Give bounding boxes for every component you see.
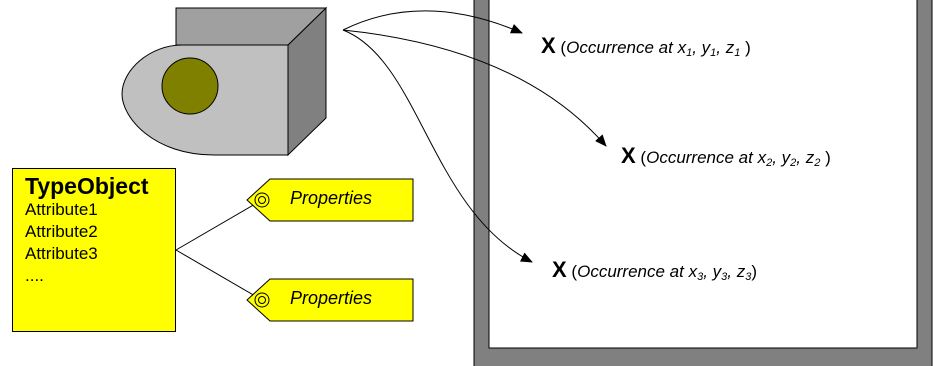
tag-hole-icon (254, 292, 270, 308)
occurrence-3: X (Occurrence at x3, y3, z3) (552, 257, 758, 283)
projector-icon (121, 6, 328, 157)
attribute-3: Attribute3 (25, 244, 98, 263)
tag-hole-icon (254, 192, 270, 208)
tag-label-2: Properties (290, 288, 373, 308)
properties-tag-1 (246, 178, 414, 222)
projection-frame (473, 0, 933, 366)
projection-arrows (342, 10, 607, 263)
occurrence-marker: X (621, 143, 636, 168)
type-object-box: TypeObject Attribute1 Attribute2 Attribu… (12, 168, 176, 332)
tag-connectors (175, 199, 263, 301)
occurrence-marker: X (541, 33, 556, 58)
occurrence-2: X (Occurrence at x2, y2, z2 ) (621, 143, 831, 169)
occurrence-1: X (Occurrence at x1, y1, z1 ) (541, 33, 751, 59)
lens-icon (161, 57, 219, 115)
attribute-2: Attribute2 (25, 222, 98, 241)
properties-tag-2 (246, 278, 414, 322)
attribute-1: Attribute1 (25, 200, 98, 219)
arrow-3 (342, 29, 533, 263)
type-object-title: TypeObject (25, 173, 149, 199)
tag-label-1: Properties (290, 188, 373, 208)
arrow-1 (342, 10, 523, 34)
arrow-2 (342, 29, 607, 147)
occurrence-marker: X (552, 257, 567, 282)
attribute-ellipsis: .... (25, 266, 44, 285)
